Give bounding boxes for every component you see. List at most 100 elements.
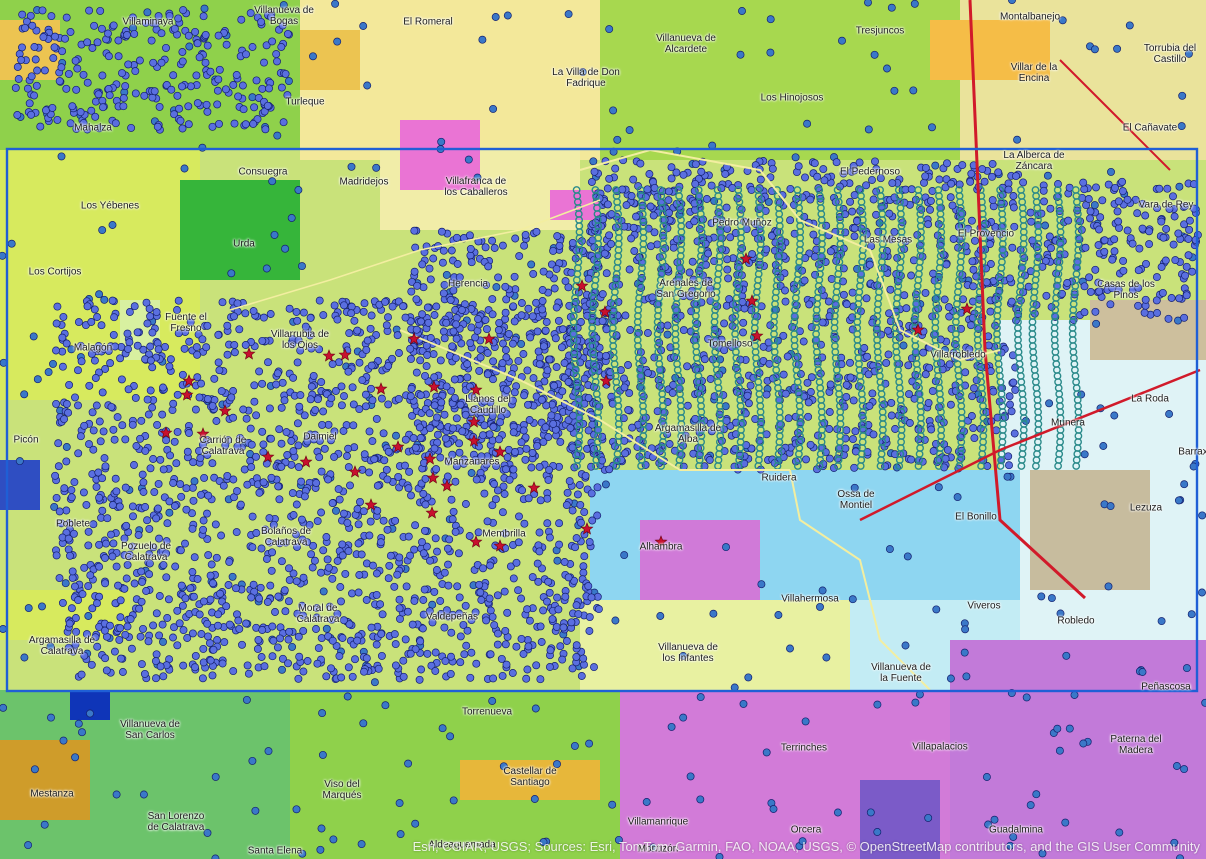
data-point	[162, 43, 170, 52]
data-point	[472, 475, 481, 484]
data-point	[395, 595, 404, 604]
data-point	[407, 491, 415, 500]
data-point	[298, 849, 307, 858]
data-point	[377, 651, 386, 660]
data-point	[966, 177, 975, 186]
data-point	[71, 56, 80, 65]
data-point	[193, 99, 202, 108]
data-point	[62, 339, 71, 348]
data-point	[1125, 21, 1134, 30]
data-point	[423, 303, 432, 312]
data-point	[79, 488, 88, 497]
data-point	[501, 308, 510, 317]
data-point	[1145, 240, 1154, 249]
data-point	[98, 226, 107, 235]
data-point	[456, 632, 465, 641]
data-point	[249, 119, 258, 128]
data-point	[1138, 224, 1147, 233]
data-point	[117, 654, 125, 663]
data-point	[353, 326, 362, 335]
data-point	[416, 356, 425, 365]
data-point	[463, 373, 472, 382]
data-point	[411, 645, 420, 654]
data-point	[515, 252, 524, 261]
data-point	[949, 235, 958, 243]
data-point	[786, 216, 795, 225]
data-point	[805, 300, 814, 309]
data-point	[1104, 582, 1113, 591]
data-point	[197, 630, 206, 638]
data-point	[649, 211, 658, 220]
data-point	[152, 514, 161, 523]
data-point	[605, 465, 614, 474]
data-point	[920, 178, 928, 187]
data-point	[308, 563, 317, 572]
data-point	[284, 597, 293, 606]
data-point	[806, 440, 815, 449]
data-point	[376, 538, 385, 547]
data-point	[223, 350, 232, 359]
data-point	[23, 84, 32, 93]
data-point	[549, 246, 558, 255]
data-point	[299, 626, 308, 635]
data-point	[203, 395, 212, 403]
data-point	[1045, 399, 1054, 408]
data-point	[683, 362, 692, 371]
data-point	[553, 760, 561, 769]
data-point	[311, 406, 320, 415]
data-point	[953, 493, 962, 502]
data-point	[1176, 854, 1184, 859]
data-point	[764, 197, 773, 206]
data-point	[869, 430, 878, 439]
data-point	[292, 500, 301, 509]
data-point	[319, 546, 328, 555]
data-point	[115, 502, 124, 511]
data-point	[1157, 617, 1166, 626]
data-point	[0, 703, 8, 712]
data-point	[580, 508, 589, 517]
data-point	[112, 790, 121, 799]
data-point	[536, 675, 545, 684]
data-point	[199, 12, 208, 21]
data-point	[1169, 240, 1178, 249]
data-point	[55, 574, 64, 583]
data-point	[316, 845, 325, 854]
data-point	[493, 640, 502, 649]
data-point	[602, 351, 610, 360]
data-point	[921, 172, 930, 181]
data-point	[571, 543, 580, 552]
data-point	[355, 358, 364, 367]
data-point	[1079, 739, 1088, 748]
data-point	[122, 521, 131, 530]
data-point	[142, 587, 151, 595]
data-point	[186, 318, 195, 327]
data-point	[543, 519, 552, 528]
data-point	[90, 305, 99, 314]
data-point	[624, 361, 632, 369]
data-point	[607, 239, 616, 248]
data-point	[246, 424, 255, 433]
data-point	[406, 551, 415, 560]
data-point	[162, 436, 171, 445]
data-point	[94, 90, 103, 99]
data-point	[313, 659, 322, 668]
data-point	[449, 424, 457, 433]
data-point	[804, 412, 813, 421]
data-point	[1123, 195, 1132, 204]
data-point	[478, 35, 487, 44]
data-point	[394, 394, 403, 403]
data-point	[1010, 429, 1019, 438]
data-point	[327, 394, 336, 403]
data-point	[385, 561, 394, 570]
data-point	[1070, 691, 1079, 699]
data-point	[501, 346, 510, 354]
data-point	[391, 516, 400, 525]
data-point	[349, 400, 358, 409]
data-point	[535, 528, 544, 537]
data-point	[361, 390, 370, 399]
data-point	[294, 463, 303, 472]
data-point	[372, 163, 381, 172]
data-point	[715, 852, 724, 859]
data-point	[214, 31, 223, 40]
